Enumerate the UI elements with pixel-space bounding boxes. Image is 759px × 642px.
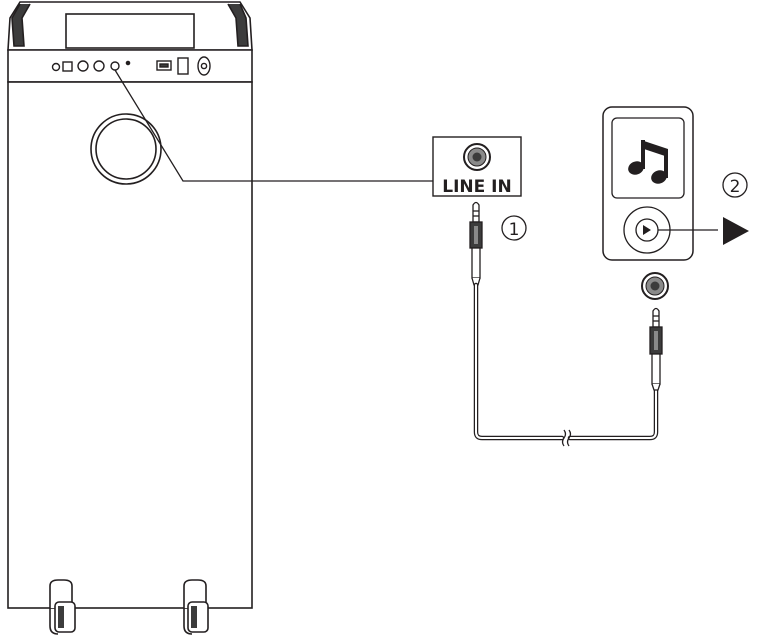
step-1-marker: 1 (501, 215, 527, 241)
speaker-buttons (51, 56, 211, 76)
button-a (77, 60, 89, 72)
player-screen (611, 117, 685, 199)
step-2-marker: 2 (722, 172, 748, 198)
player-headphone-jack-hole (650, 281, 660, 291)
music-note-icon (628, 140, 668, 184)
aux-plug-1 (469, 201, 483, 286)
party-speaker (7, 1, 253, 609)
speaker-handle-right-grip (227, 3, 249, 47)
aux-plug-2 (649, 307, 663, 391)
speaker-handle-slot (65, 13, 195, 49)
button-b (93, 60, 105, 72)
left-wheel (49, 579, 76, 635)
media-player (602, 106, 694, 300)
speaker-wheels (49, 579, 209, 635)
player-play-icon (643, 225, 651, 235)
mic-jack-inner (200, 62, 208, 70)
usb-port-inner (159, 63, 169, 68)
speaker-woofer-inner (95, 118, 157, 180)
line-in-label: LINE IN (442, 177, 511, 197)
mode-button (62, 61, 73, 72)
callout-leader-line (114, 69, 433, 182)
speaker-handle-left-grip (11, 3, 31, 47)
aux-cable (469, 201, 663, 447)
card-slot (177, 57, 189, 75)
right-wheel (183, 579, 209, 635)
play-icon (723, 217, 749, 245)
speaker-control-panel (7, 49, 253, 83)
aux-cable-wire (473, 282, 659, 441)
indicator-dot (125, 60, 131, 66)
line-in-jack-hole (472, 152, 482, 162)
step-1-number: 1 (509, 220, 520, 240)
step-2-number: 2 (730, 177, 741, 197)
power-button (51, 62, 61, 72)
line-in-callout: LINE IN (432, 136, 522, 197)
cable-break-mark (561, 429, 572, 447)
line-in-port-on-speaker (110, 61, 120, 71)
